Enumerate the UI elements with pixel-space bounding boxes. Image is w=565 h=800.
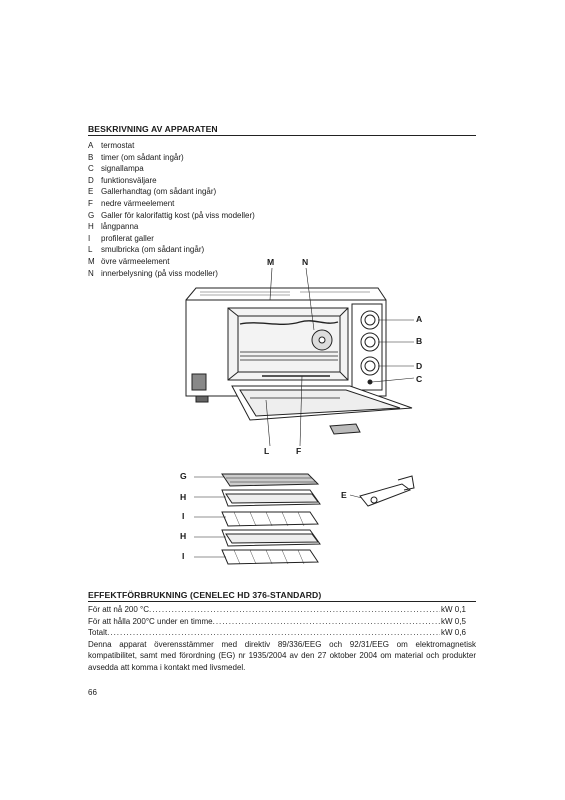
callout-label-i: I — [182, 551, 185, 561]
power-row-label: För att nå 200 °C — [88, 605, 150, 614]
callout-label-a: A — [416, 314, 423, 324]
callout-label-g: G — [180, 471, 187, 481]
power-row-label: För att hålla 200°C under en timme — [88, 616, 213, 626]
page-number: 66 — [88, 688, 97, 697]
power-rule — [88, 601, 476, 602]
power-row-value: kW 0,6 — [441, 628, 466, 638]
callout-label-h: H — [180, 531, 187, 541]
callout-label-i: I — [182, 511, 185, 521]
power-row-value: kW 0,5 — [441, 616, 466, 626]
power-title: EFFEKTFÖRBRUKNING (CENELEC HD 376-STANDA… — [88, 590, 322, 600]
callout-label-c: C — [416, 374, 423, 384]
power-row: För att hålla 200°C under en timme kW 0,… — [88, 616, 476, 628]
dot-leader — [213, 616, 440, 628]
callout-label-d: D — [416, 361, 423, 371]
callout-label-l: L — [264, 446, 270, 456]
callout-label-h: H — [180, 492, 187, 502]
callout-label-e: E — [341, 490, 347, 500]
section-title: BESKRIVNING AV APPARATEN — [88, 124, 218, 134]
callout-label-b: B — [416, 336, 423, 346]
section-rule — [88, 135, 476, 136]
power-table: För att nå 200 °C kW 0,1 För att hålla 2… — [88, 604, 476, 674]
power-row: För att nå 200 °C kW 0,1 — [88, 604, 476, 616]
callout-label-m: M — [267, 257, 275, 267]
power-row: Totalt kW 0,6 — [88, 627, 476, 639]
dot-leader — [107, 627, 440, 639]
dot-leader — [149, 604, 440, 616]
compliance-note: Denna apparat överensstämmer med direkti… — [88, 639, 476, 672]
power-row-label: Totalt — [88, 628, 108, 638]
power-row-value: kW 0,1 — [441, 605, 466, 614]
callout-label-n: N — [302, 257, 309, 267]
callout-label-f: F — [296, 446, 302, 456]
